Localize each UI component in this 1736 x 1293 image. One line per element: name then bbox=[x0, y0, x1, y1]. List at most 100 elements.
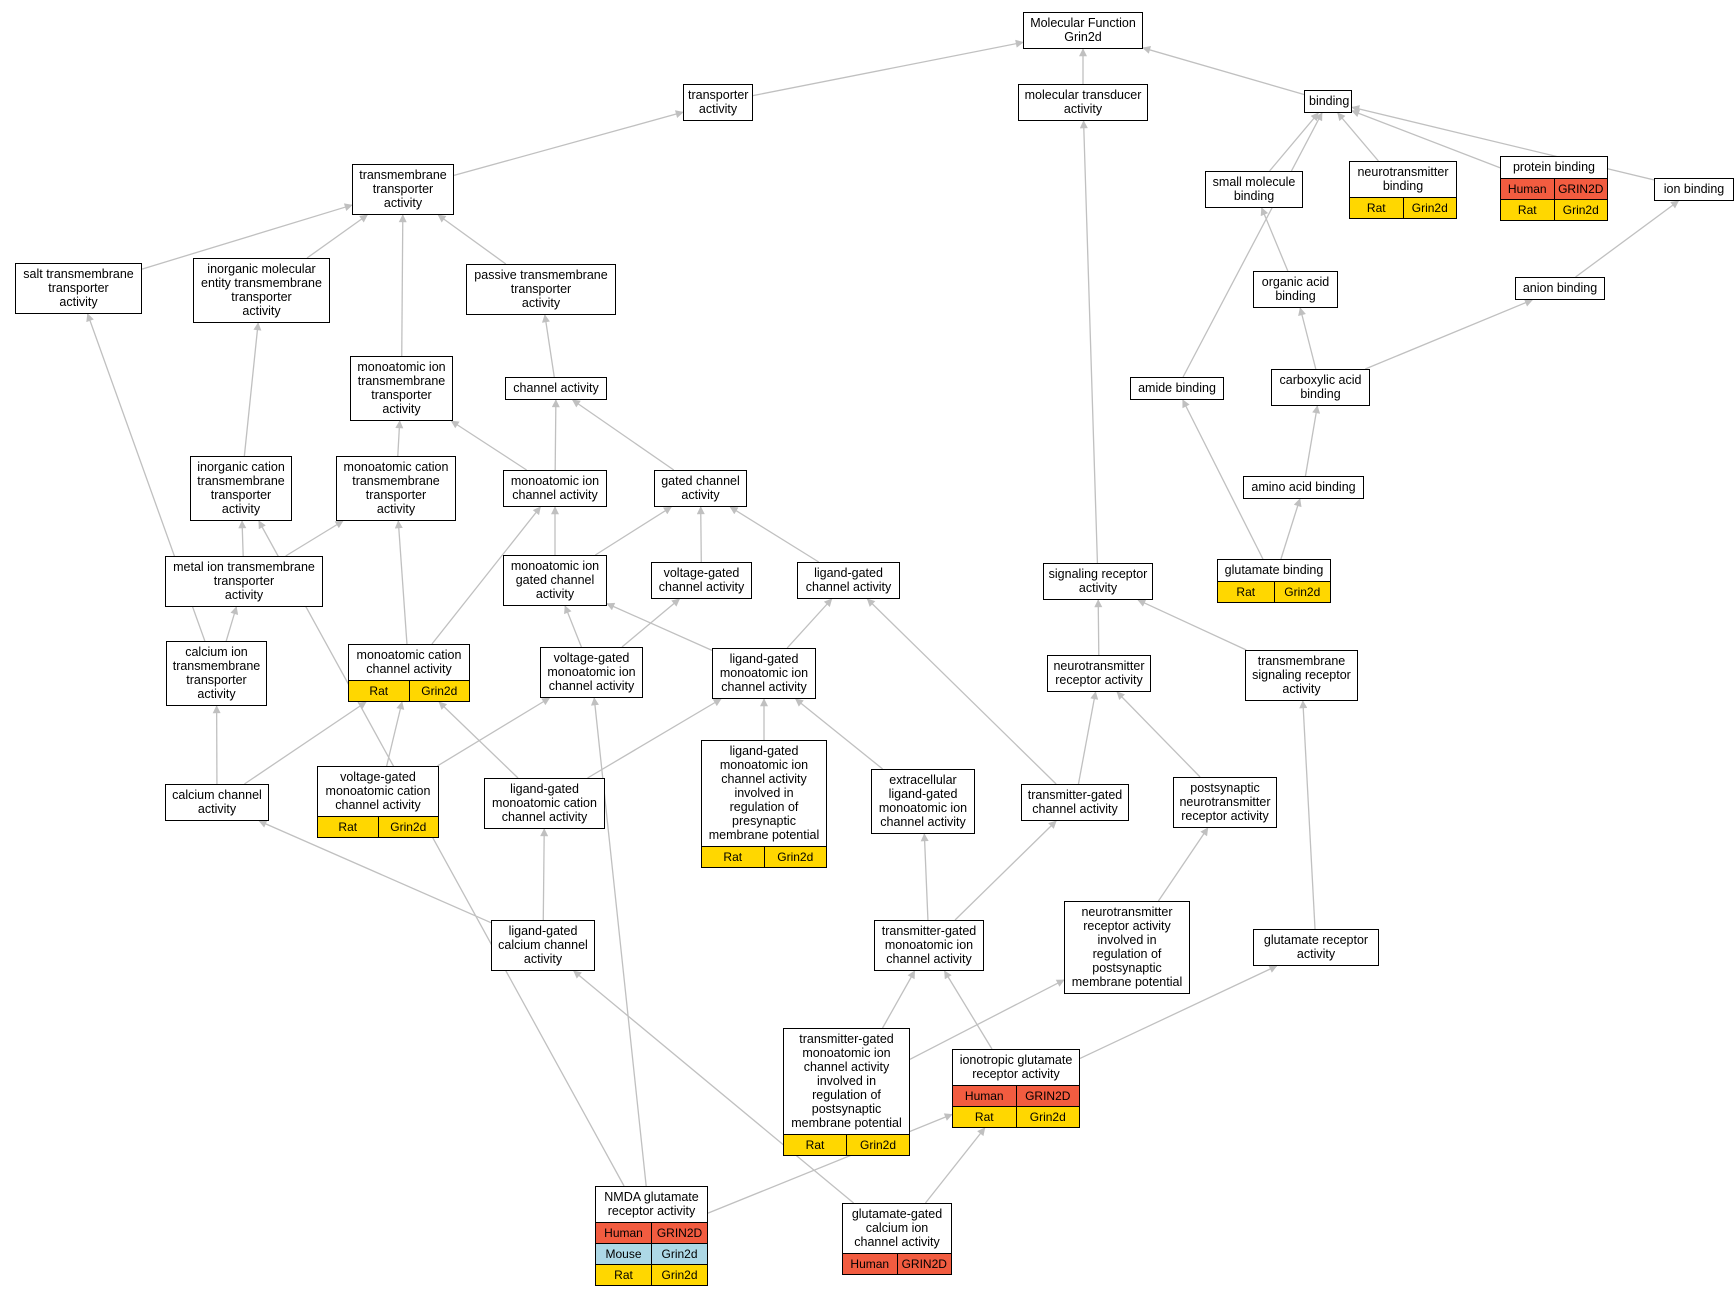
go-term-anion[interactable]: anion binding bbox=[1515, 277, 1605, 300]
go-term-label-line: carboxylic acid bbox=[1279, 373, 1362, 387]
go-term-label-line: channel activity bbox=[880, 815, 966, 829]
edge-vgated-to-gated bbox=[696, 506, 705, 563]
edge-monoiongated-to-gated bbox=[594, 506, 672, 556]
edge-metalion-to-inorgcat bbox=[238, 520, 247, 557]
go-term-label-line: monoatomic ion bbox=[878, 801, 968, 815]
edge-lgmono-to-lgated bbox=[786, 598, 833, 649]
go-term-label-line: monoatomic ion bbox=[510, 474, 600, 488]
go-term-label-line: inorganic cation bbox=[197, 460, 285, 474]
go-term-label-line: ion binding bbox=[1663, 182, 1725, 196]
go-term-ionbinding[interactable]: ion binding bbox=[1654, 178, 1734, 201]
go-term-label-line: transporter bbox=[48, 281, 109, 295]
go-term-binding[interactable]: binding bbox=[1304, 90, 1352, 113]
annotation-species: Rat bbox=[805, 1138, 825, 1152]
go-term-channel[interactable]: channel activity bbox=[505, 377, 607, 400]
annotation-species: Human bbox=[964, 1089, 1004, 1103]
go-term-label-line: activity bbox=[523, 952, 563, 966]
go-term-label-line: neurotransmitter bbox=[1053, 659, 1145, 673]
go-term-label-line: amino acid binding bbox=[1251, 480, 1356, 494]
edge-amide-to-binding bbox=[1182, 112, 1323, 378]
edge-tgmono-to-tgchan bbox=[954, 820, 1057, 921]
annotation-gene: Grin2d bbox=[1553, 200, 1608, 220]
go-term-label-line: NMDA glutamate bbox=[604, 1190, 699, 1204]
go-term-label-line: activity bbox=[197, 687, 236, 701]
go-term-label-line: salt transmembrane bbox=[23, 267, 134, 281]
go-term-label-line: transporter bbox=[210, 488, 272, 502]
go-term-label-line: glutamate-gated bbox=[851, 1207, 943, 1221]
go-term-label-line: amide binding bbox=[1138, 381, 1216, 395]
go-term-label-line: channel activity bbox=[854, 1235, 940, 1249]
go-term-label-line: monoatomic ion bbox=[357, 360, 446, 374]
go-term-label-line: channel activity bbox=[721, 680, 807, 694]
go-term-label-line: channel activity bbox=[658, 580, 745, 594]
edge-lgated-to-gated bbox=[729, 506, 820, 563]
go-term-label-line: glutamate binding bbox=[1224, 563, 1324, 577]
edge-tgchan-to-lgated bbox=[866, 598, 1057, 785]
edge-glubinding-to-aminoacid bbox=[1280, 498, 1302, 560]
go-term-label-line: gated channel bbox=[661, 474, 740, 488]
edge-iglurec-to-tgmono bbox=[943, 970, 993, 1050]
edge-tmt-to-transporter bbox=[453, 110, 684, 177]
go-term-label-line: transporter bbox=[688, 88, 749, 102]
annotation-gene: Grin2d bbox=[408, 681, 470, 701]
edge-tmsigrec-to-sigrec bbox=[1137, 599, 1247, 651]
go-term-aminoacid[interactable]: amino acid binding bbox=[1243, 476, 1364, 499]
go-term-amide[interactable]: amide binding bbox=[1130, 377, 1224, 400]
go-term-label-line: membrane potential bbox=[1071, 975, 1183, 989]
